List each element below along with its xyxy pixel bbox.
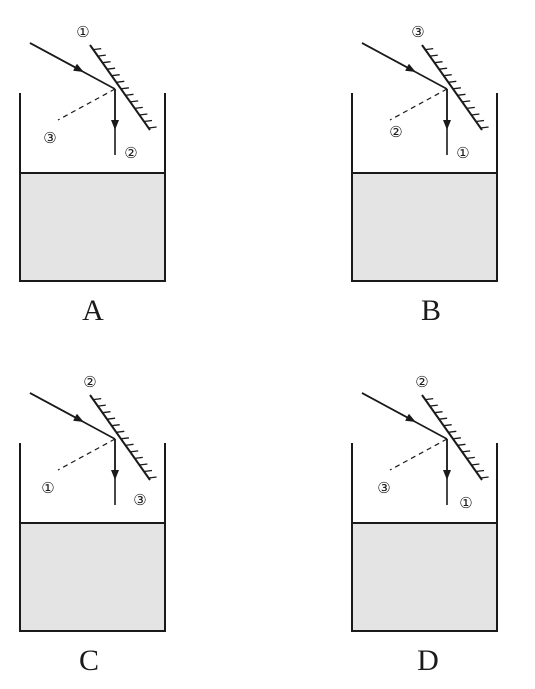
mirror-hatch bbox=[425, 397, 434, 401]
mirror-hatch bbox=[134, 106, 143, 110]
mirror bbox=[421, 44, 489, 131]
mirror-hatch bbox=[139, 463, 148, 466]
incident-arrow bbox=[29, 392, 84, 422]
mirror-hatch bbox=[120, 437, 129, 440]
mirror-hatch bbox=[443, 74, 452, 77]
panel-b: ③ ② ① B bbox=[351, 25, 498, 327]
panel-label: A bbox=[82, 294, 104, 327]
right-marker: ① bbox=[456, 146, 469, 162]
mirror-hatch bbox=[480, 476, 489, 479]
panel-c: ② ① ③ C bbox=[19, 375, 166, 677]
right-marker: ① bbox=[459, 496, 472, 512]
mirror-hatch bbox=[93, 397, 102, 401]
water bbox=[20, 173, 165, 281]
dashed-ray bbox=[389, 88, 448, 121]
mirror-hatch bbox=[111, 424, 120, 427]
mirror-hatch bbox=[148, 476, 157, 479]
panel-label: C bbox=[79, 644, 99, 677]
mirror-hatch bbox=[139, 113, 148, 116]
mirror-hatch bbox=[125, 443, 134, 446]
mirror-marker: ③ bbox=[411, 25, 424, 41]
mirror-hatch bbox=[466, 106, 475, 110]
mirror-hatch bbox=[457, 443, 466, 446]
mirror-hatch bbox=[107, 417, 116, 420]
container bbox=[351, 93, 498, 282]
mirror-hatch bbox=[457, 93, 466, 96]
mirror-hatch bbox=[134, 456, 143, 460]
mirror-hatch bbox=[475, 119, 485, 123]
dashed-ray bbox=[389, 438, 448, 471]
mirror-hatch bbox=[452, 437, 461, 440]
container bbox=[351, 443, 498, 632]
left-marker: ① bbox=[41, 481, 54, 497]
mirror-hatch bbox=[97, 404, 106, 407]
mirror-hatch bbox=[471, 463, 480, 466]
mirror-hatch bbox=[462, 100, 471, 103]
mirror bbox=[421, 394, 489, 481]
mirror-hatch bbox=[448, 80, 457, 83]
mirror-hatch bbox=[466, 456, 475, 460]
mirror-marker: ① bbox=[76, 25, 89, 41]
mirror-hatch bbox=[93, 47, 102, 51]
mirror-hatch bbox=[429, 54, 438, 57]
mirror-hatch bbox=[425, 47, 434, 51]
mirror-hatch bbox=[120, 87, 129, 90]
mirror-hatch bbox=[143, 119, 153, 123]
mirror-hatch bbox=[107, 67, 116, 70]
incident-arrow bbox=[361, 392, 416, 422]
water bbox=[352, 173, 497, 281]
panel-label: B bbox=[421, 294, 441, 327]
mirror bbox=[89, 394, 157, 481]
mirror-hatch bbox=[480, 126, 489, 129]
mirror-hatch bbox=[475, 469, 485, 473]
container bbox=[19, 443, 166, 632]
mirror-marker: ② bbox=[415, 375, 428, 391]
mirror-hatch bbox=[148, 126, 157, 129]
right-marker: ③ bbox=[133, 493, 146, 509]
panel-d: ② ③ ① D bbox=[351, 375, 498, 677]
mirror-hatch bbox=[116, 80, 125, 83]
dashed-ray bbox=[57, 438, 116, 471]
water bbox=[20, 523, 165, 631]
mirror-hatch bbox=[102, 61, 111, 64]
mirror-marker: ② bbox=[83, 375, 96, 391]
left-marker: ② bbox=[389, 125, 402, 141]
mirror-hatch bbox=[471, 113, 480, 116]
left-marker: ③ bbox=[377, 481, 390, 497]
panel-a: ① ③ ② A bbox=[19, 25, 166, 327]
dashed-ray bbox=[57, 88, 116, 121]
mirror-hatch bbox=[130, 100, 139, 103]
mirror-hatch bbox=[102, 411, 111, 414]
incident-arrow bbox=[361, 42, 416, 72]
mirror-hatch bbox=[448, 430, 457, 433]
mirror-hatch bbox=[143, 469, 153, 473]
mirror-hatch bbox=[116, 430, 125, 433]
mirror-hatch bbox=[434, 411, 443, 414]
mirror-hatch bbox=[111, 74, 120, 77]
mirror-hatch bbox=[439, 417, 448, 420]
water bbox=[352, 523, 497, 631]
mirror bbox=[89, 44, 157, 131]
mirror-hatch bbox=[434, 61, 443, 64]
mirror-hatch bbox=[439, 67, 448, 70]
mirror-hatch bbox=[429, 404, 438, 407]
mirror-hatch bbox=[462, 450, 471, 453]
right-marker: ② bbox=[124, 146, 137, 162]
mirror-hatch bbox=[97, 54, 106, 57]
panel-label: D bbox=[417, 644, 439, 677]
mirror-hatch bbox=[452, 87, 461, 90]
incident-arrow bbox=[29, 42, 84, 72]
mirror-hatch bbox=[443, 424, 452, 427]
mirror-hatch bbox=[125, 93, 134, 96]
container bbox=[19, 93, 166, 282]
mirror-hatch bbox=[130, 450, 139, 453]
left-marker: ③ bbox=[43, 131, 56, 147]
